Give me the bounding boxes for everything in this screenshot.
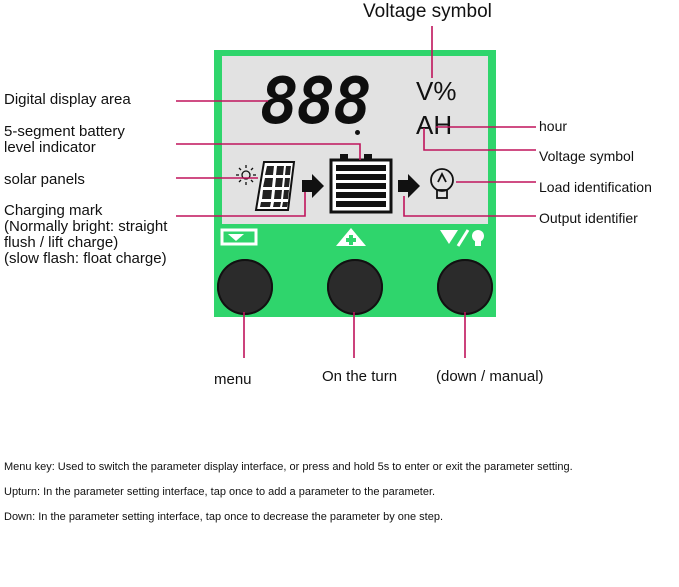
label-voltage-symbol-right: Voltage symbol xyxy=(539,148,634,164)
sun-icon xyxy=(236,165,256,185)
digital-display: 888 xyxy=(260,65,372,139)
title-voltage-symbol: Voltage symbol xyxy=(363,1,492,22)
up-button[interactable] xyxy=(327,259,383,315)
label-charging-mark-3: flush / lift charge) xyxy=(4,234,119,251)
lcd-icons xyxy=(236,154,454,214)
label-charging-mark-2: (Normally bright: straight xyxy=(4,218,168,235)
down-manual-button[interactable] xyxy=(437,259,493,315)
unit-top: V% xyxy=(416,76,457,106)
label-solar-panels: solar panels xyxy=(4,171,85,188)
leader-lines xyxy=(176,26,536,358)
label-down-manual: (down / manual) xyxy=(436,368,544,385)
battery-icon xyxy=(329,154,393,214)
label-load-identification: Load identification xyxy=(539,179,652,195)
arrow-right-icon xyxy=(398,174,420,198)
label-battery-indicator-2: level indicator xyxy=(4,139,96,156)
label-output-identifier: Output identifier xyxy=(539,210,638,226)
up-plus-icon xyxy=(336,228,366,246)
label-digital-display-area: Digital display area xyxy=(4,91,131,108)
down-manual-icon xyxy=(440,229,484,247)
note-down: Down: In the parameter setting interface… xyxy=(4,511,444,523)
menu-button[interactable] xyxy=(217,259,273,315)
label-hour: hour xyxy=(539,118,568,134)
unit-bottom: AH xyxy=(416,110,453,140)
bulb-icon xyxy=(430,168,454,199)
button-icons xyxy=(220,228,484,247)
label-charging-mark-1: Charging mark xyxy=(4,202,103,219)
arrow-right-icon xyxy=(302,174,324,198)
note-menu-key: Menu key: Used to switch the parameter d… xyxy=(4,461,573,473)
solar-panel-icon xyxy=(254,161,296,211)
label-on-the-turn: On the turn xyxy=(322,368,398,385)
label-charging-mark-4: (slow flash: float charge) xyxy=(4,250,167,267)
decimal-dot xyxy=(355,130,360,135)
label-menu: menu xyxy=(214,371,252,388)
note-upturn: Upturn: In the parameter setting interfa… xyxy=(4,486,436,498)
label-battery-indicator-1: 5-segment battery xyxy=(4,123,125,140)
battery-key-icon xyxy=(220,228,258,246)
